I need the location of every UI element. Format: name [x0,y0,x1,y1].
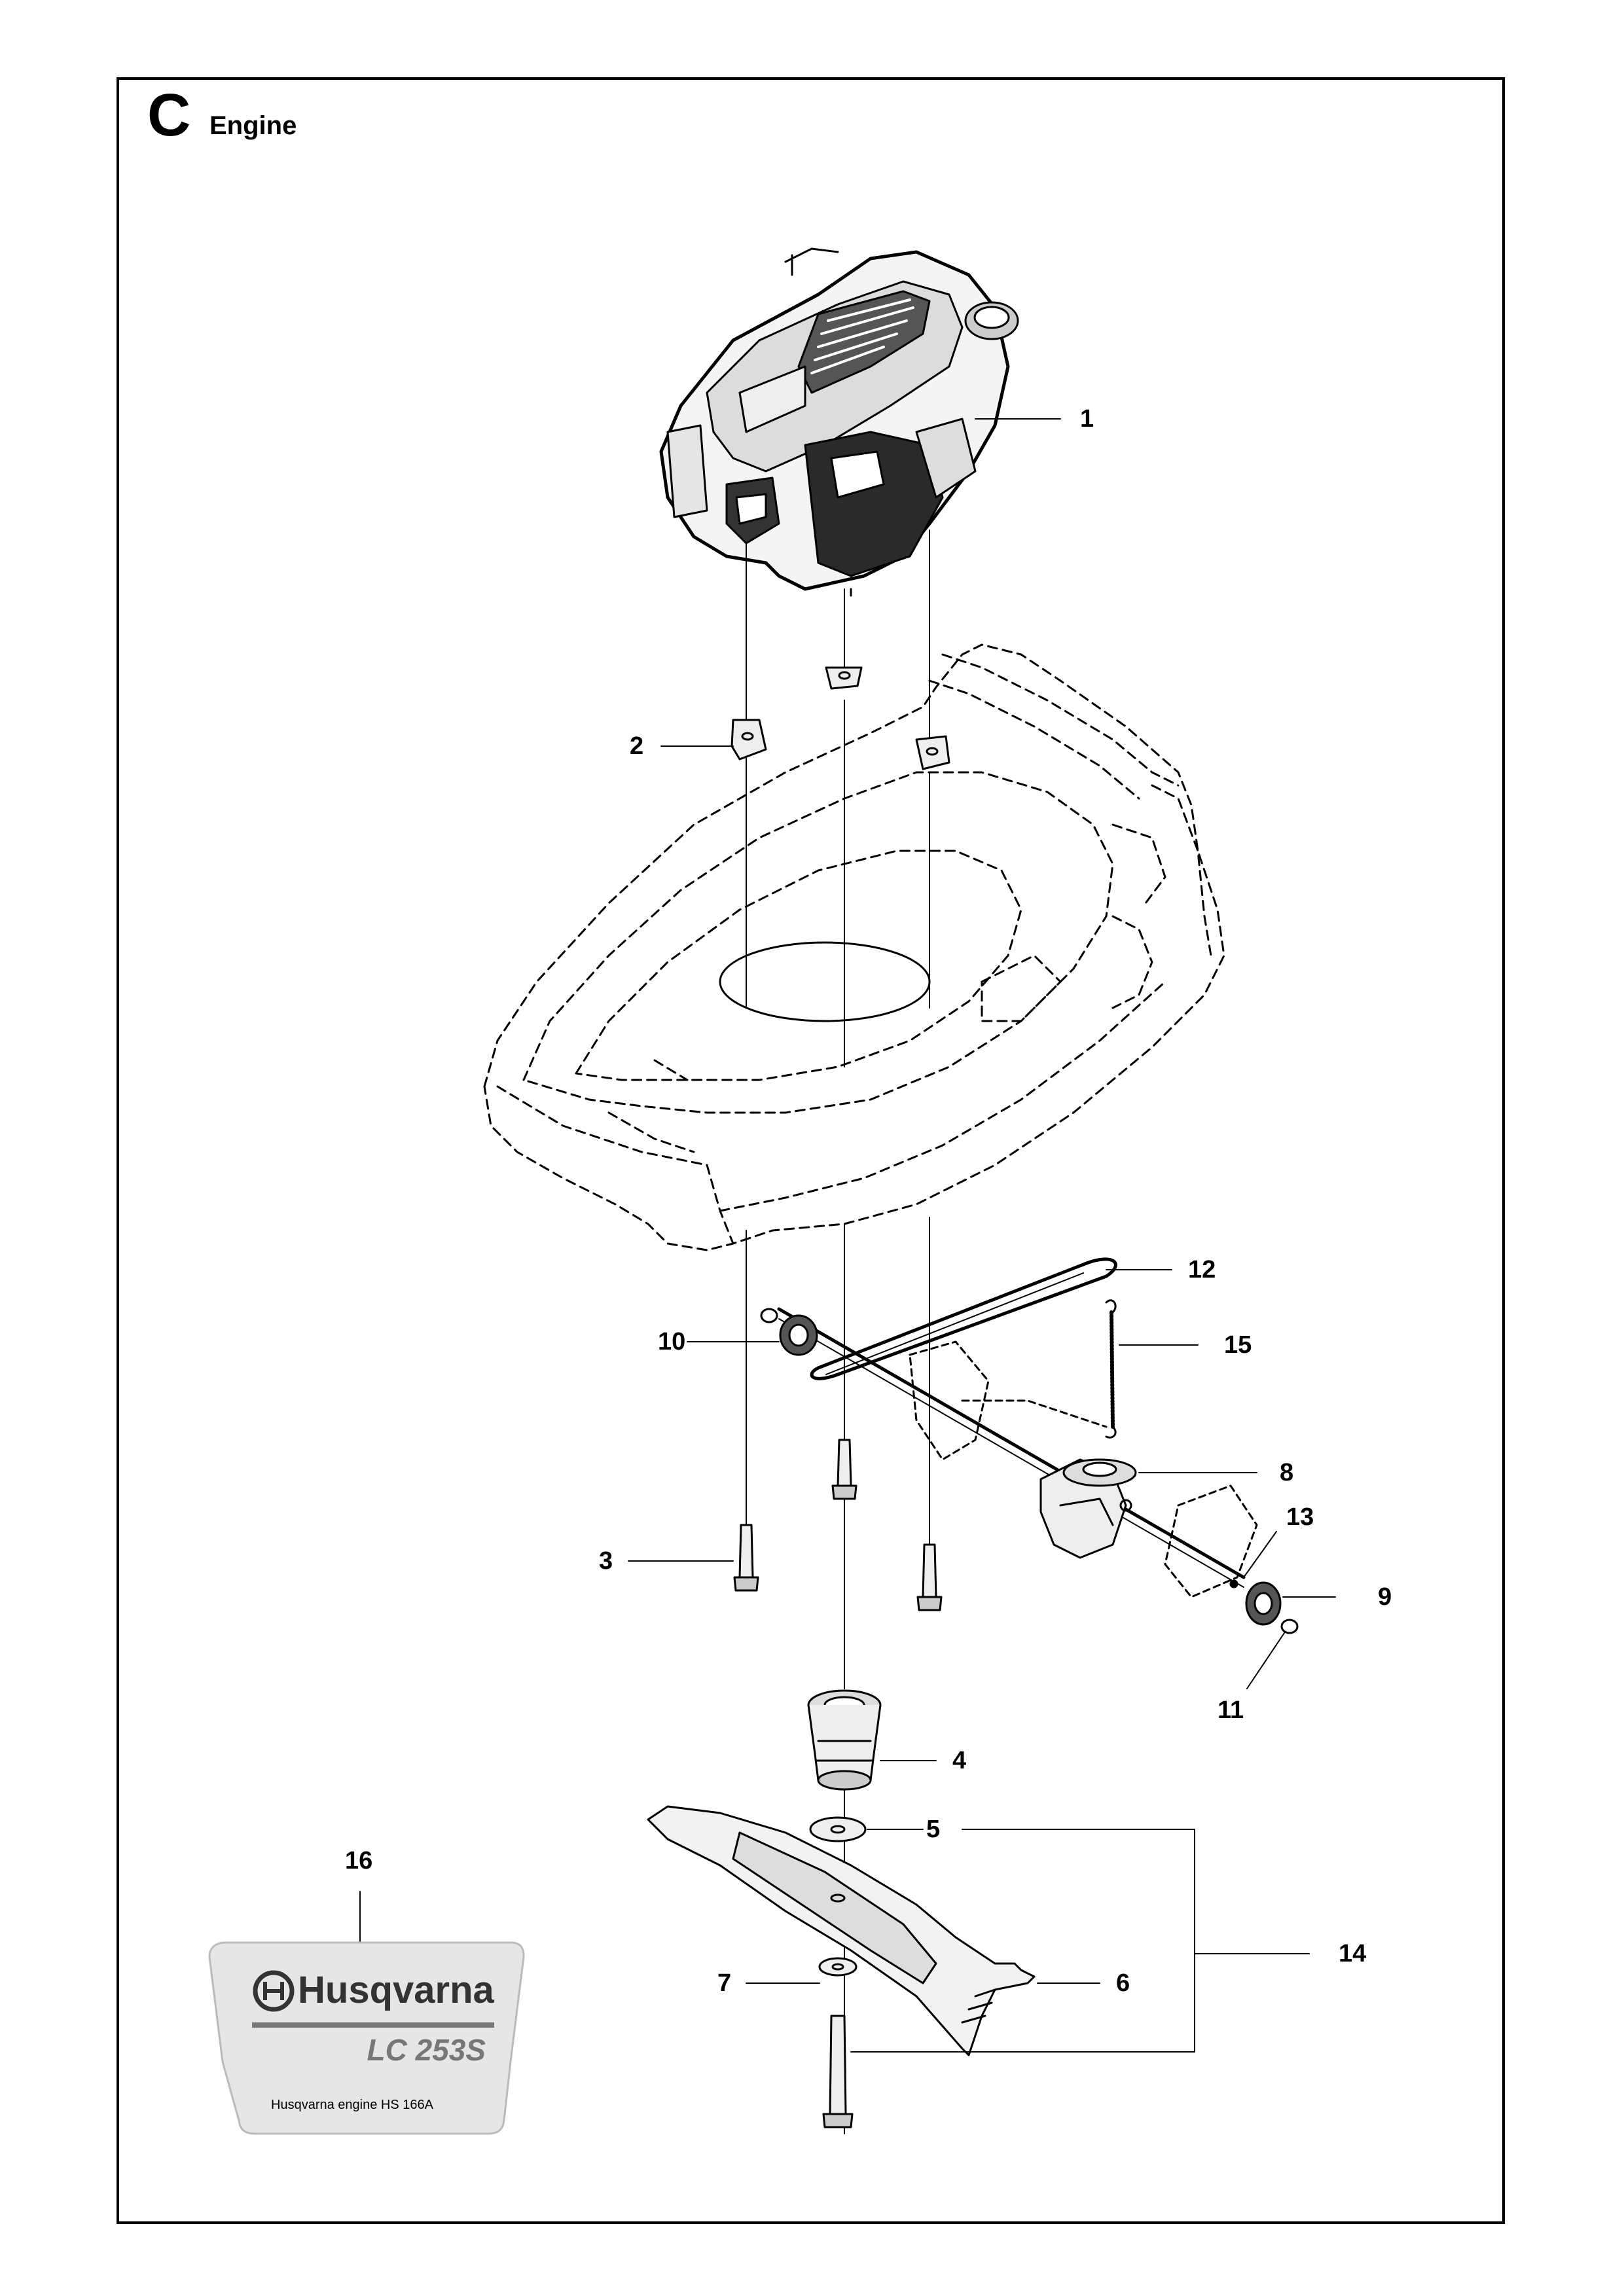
pinion-gear-right [1229,1579,1299,1634]
blade-bolt-part [822,2015,854,2128]
callout-12: 12 [1188,1256,1216,1283]
callout-5: 5 [926,1816,940,1843]
callout-10: 10 [658,1328,685,1355]
gearbox-axle-part [777,1307,1258,1598]
decal-brand: Husqvarna [298,1969,495,2011]
decal-caption: Husqvarna engine HS 166A [271,2098,434,2112]
callout-11: 11 [1218,1696,1244,1724]
callout-15: 15 [1224,1331,1252,1359]
callout-9: 9 [1378,1583,1392,1611]
spring-part [1105,1299,1117,1439]
callout-3: 3 [599,1547,613,1575]
decal-model: LC 253S [367,2033,486,2067]
callout-7: 7 [717,1969,731,1997]
engine-bolt-parts [733,1439,943,1611]
engine-decal: Husqvarna LC 253S Husqvarna engine HS 16… [208,1941,525,2135]
mounting-clip-parts [731,666,950,770]
callout-16: 16 [345,1847,372,1874]
section-title: Engine [209,111,297,140]
husqvarna-logo-icon [253,1970,295,2012]
callout-1: 1 [1080,405,1094,433]
callout-14: 14 [1339,1940,1366,1967]
leader-lines [359,418,1336,2053]
mower-deck-outline [483,643,1225,1251]
pinion-gear-left [760,1308,818,1356]
blade-washer-small [818,1957,857,1977]
washer-part [809,1816,867,1842]
section-letter: C [147,82,191,149]
callout-13: 13 [1286,1503,1314,1531]
drawing-frame [117,77,1505,2224]
callout-8: 8 [1280,1459,1293,1486]
callout-4: 4 [952,1747,966,1774]
callout-6: 6 [1116,1969,1130,1997]
callout-labels: 1 2 3 4 5 6 7 8 9 10 11 12 13 14 15 16 [345,405,1392,1997]
drive-belt-part [810,1257,1117,1380]
callout-2: 2 [630,732,643,760]
blade-adapter-part [807,1689,882,1791]
blade-part [647,1805,1036,2056]
engine-part [659,247,1019,597]
